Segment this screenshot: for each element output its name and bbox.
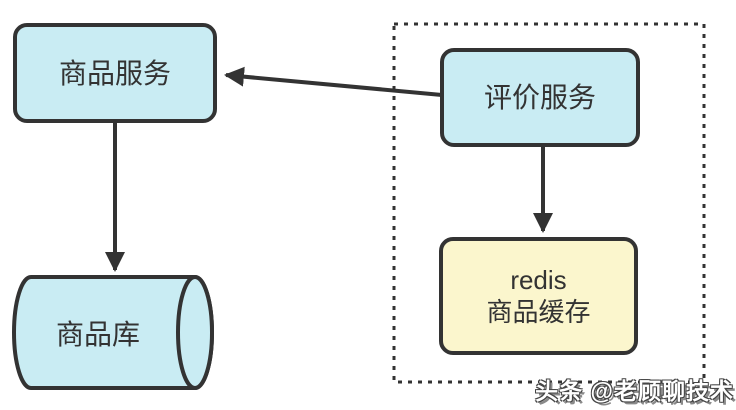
edge-review-to-product-arrow (224, 66, 443, 97)
watermark-text: 头条 @老顾聊技术 (535, 378, 734, 404)
node-product-service-label: 商品服务 (58, 57, 171, 89)
node-product-service: 商品服务 (13, 23, 217, 123)
node-redis-cache-label-line1: redis (510, 264, 567, 295)
cylinder-end-cap (176, 275, 214, 390)
node-redis-cache: redis 商品缓存 (439, 237, 638, 355)
product-db-cylinder (12, 275, 214, 390)
node-review-service-label: 评价服务 (483, 82, 596, 113)
node-product-db-label: 商品库 (55, 318, 140, 350)
node-redis-cache-label: redis 商品缓存 (486, 264, 590, 329)
dotted-group-border (392, 22, 706, 384)
node-review-service: 评价服务 (440, 48, 640, 147)
node-redis-cache-label-line2: 商品缓存 (486, 297, 591, 327)
